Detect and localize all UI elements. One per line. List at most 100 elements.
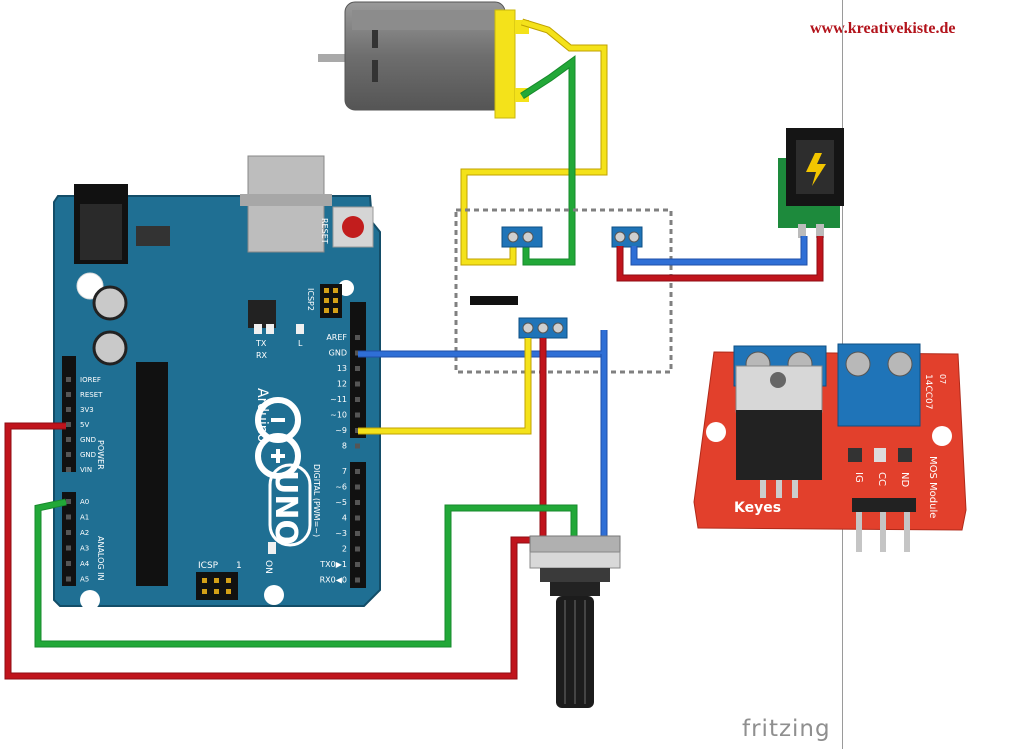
analog-pin-label: A2 xyxy=(80,529,89,537)
digital-pin-hole xyxy=(355,335,360,340)
digital-pin-hole xyxy=(355,350,360,356)
power-pin-label: RESET xyxy=(80,391,103,399)
reset-button-cap[interactable] xyxy=(342,216,364,238)
module-pin-label: ND xyxy=(899,472,910,487)
reset-label: RESET xyxy=(320,218,329,244)
digital-pin-label: 4 xyxy=(342,514,347,523)
analog-pin-hole xyxy=(66,499,71,504)
digital-pin-hole xyxy=(355,381,360,387)
tx-label: TX xyxy=(255,339,267,348)
digital-pin-hole xyxy=(355,577,360,583)
capacitor-1 xyxy=(92,285,128,321)
digital-pin-label: 13 xyxy=(337,364,347,373)
module-code: 14CC07 xyxy=(923,374,933,409)
analog-pin-label: A4 xyxy=(80,560,90,568)
digital-pin-hole xyxy=(355,515,360,521)
arduino-board xyxy=(53,155,381,610)
icsp-header xyxy=(196,572,238,600)
analog-pin-label: A1 xyxy=(80,514,89,522)
module-brand: Keyes xyxy=(734,500,781,516)
icsp2-header xyxy=(320,284,342,318)
power-pin-hole xyxy=(66,467,71,472)
digital-pin-label: ~9 xyxy=(335,426,347,435)
mosfet-chip xyxy=(470,296,518,305)
potentiometer[interactable] xyxy=(529,535,621,708)
module-pin-label: IG xyxy=(853,472,864,483)
lightning-icon xyxy=(806,153,826,186)
arduino-logo xyxy=(255,397,301,479)
dc-motor xyxy=(318,1,529,119)
power-pin-label: IOREF xyxy=(80,376,101,384)
icsp2-label: ICSP2 xyxy=(306,288,315,311)
power-pin-hole xyxy=(66,392,71,397)
power-pin-label: GND xyxy=(80,436,96,444)
mosfet-transistor xyxy=(736,410,822,480)
mosfet-module xyxy=(693,343,967,552)
digital-pin-label: ~3 xyxy=(335,529,347,538)
analog-pin-hole xyxy=(66,545,71,551)
icsp-pin-one-label: 1 xyxy=(236,561,242,571)
dc-power-jack xyxy=(778,128,844,238)
icsp-label: ICSP xyxy=(198,561,219,571)
power-pin-label: 3V3 xyxy=(80,406,94,414)
power-pin-label: GND xyxy=(80,451,96,459)
digital-pin-label: 2 xyxy=(342,545,347,554)
digital-pin-hole xyxy=(355,397,360,402)
digital-pin-label: ~10 xyxy=(330,411,347,420)
module-sub: 07 xyxy=(938,374,947,384)
rx-label: RX xyxy=(256,351,268,360)
digital-pin-hole xyxy=(355,531,360,536)
arduino-brand: Arduino xyxy=(254,388,270,442)
power-header xyxy=(62,356,76,472)
power-pin-hole xyxy=(66,452,71,457)
digital-label: DIGITAL (PWM=~) xyxy=(312,464,321,537)
module-pin-label: CC xyxy=(876,472,887,486)
power-pin-hole xyxy=(66,407,71,412)
digital-header-bottom xyxy=(350,462,366,588)
digital-pin-label: ~11 xyxy=(330,395,347,404)
power-pin-hole xyxy=(66,377,71,382)
module-pin-labels: IG CC ND xyxy=(853,472,910,487)
l-label: L xyxy=(298,339,303,348)
atmega-chip xyxy=(136,362,168,586)
digital-pin-label: 12 xyxy=(337,380,347,389)
analog-pin-label: A0 xyxy=(80,498,89,506)
digital-pin-label: 7 xyxy=(342,467,347,476)
on-label: ON xyxy=(263,560,273,574)
module-name: MOS Module xyxy=(927,456,938,518)
analog-pin-label: A5 xyxy=(80,576,89,584)
digital-pin-label: 8 xyxy=(342,442,347,451)
analog-pin-hole xyxy=(66,514,71,520)
terminal-power xyxy=(611,226,643,248)
analog-header xyxy=(62,492,76,586)
digital-pin-hole xyxy=(355,546,360,552)
digital-pin-hole xyxy=(355,366,360,371)
digital-pin-hole xyxy=(355,412,360,418)
analog-label: ANALOG IN xyxy=(96,536,105,581)
usb-chip xyxy=(248,300,276,328)
digital-pin-label: RX0◀0 xyxy=(320,576,347,585)
digital-pin-label: ~6 xyxy=(335,483,347,492)
terminal-signal xyxy=(518,317,568,339)
power-pin-label: 5V xyxy=(80,421,89,429)
digital-pin-label: TX0▶1 xyxy=(319,560,347,569)
power-pin-hole xyxy=(66,437,71,442)
digital-pin-hole xyxy=(355,484,360,490)
digital-pin-label: GND xyxy=(329,349,347,358)
analog-pin-hole xyxy=(66,576,71,582)
digital-pin-label: ~5 xyxy=(335,498,347,507)
digital-pin-hole xyxy=(355,469,360,474)
analog-pin-hole xyxy=(66,561,71,566)
power-label: POWER xyxy=(96,440,105,470)
fritzing-credit: fritzing xyxy=(742,716,831,742)
analog-pin-label: A3 xyxy=(80,545,89,553)
uno-label: UNO xyxy=(268,470,303,545)
terminal-motor xyxy=(501,226,543,248)
analog-pin-hole xyxy=(66,530,71,535)
digital-pin-labels-top: AREF GND 13 12 ~11 ~10 ~9 8 xyxy=(326,333,347,451)
digital-pin-label: AREF xyxy=(326,333,347,342)
power-pin-hole xyxy=(66,422,71,427)
digital-pin-hole xyxy=(355,500,360,505)
